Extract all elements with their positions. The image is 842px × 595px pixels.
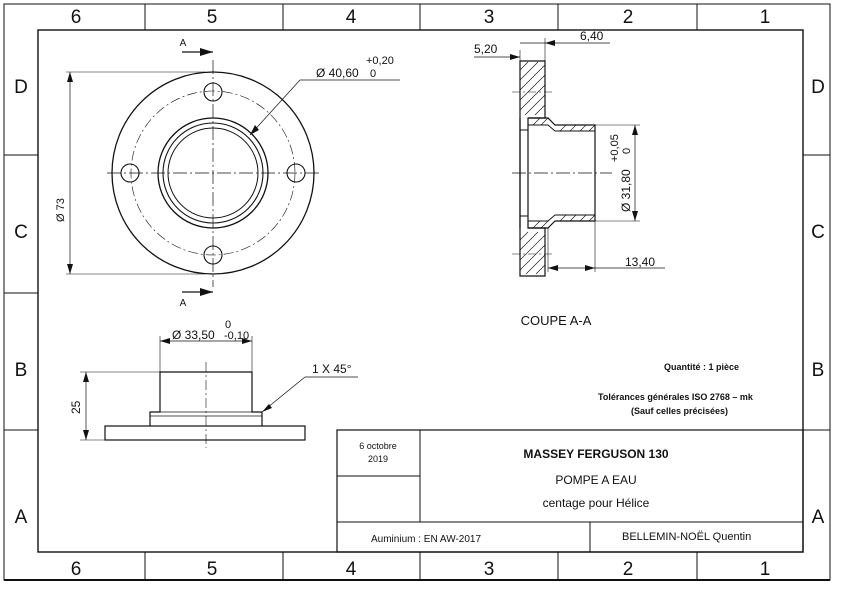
dim-chamfer: 1 X 45° <box>312 362 352 376</box>
dim-flange-thickness: 5,20 <box>474 42 498 56</box>
author: BELLEMIN-NOËL Quentin <box>622 531 751 543</box>
section-view <box>512 60 612 277</box>
dim-shaft-tol-upper: +0,05 <box>609 134 621 162</box>
dim-step: 6,40 <box>580 29 604 43</box>
row-label-left: D <box>14 77 28 98</box>
section-marker-top: A <box>180 38 187 49</box>
row-label-right: A <box>812 507 825 528</box>
section-marker-bottom: A <box>180 298 187 309</box>
row-label-right: D <box>811 77 825 98</box>
dim-bore-tol-upper: +0,20 <box>366 55 394 67</box>
col-label-top: 2 <box>623 7 634 28</box>
dim-shaft-tol-lower: 0 <box>621 148 633 154</box>
col-label-bottom: 4 <box>346 559 357 580</box>
col-label-top: 4 <box>346 7 357 28</box>
col-label-bottom: 2 <box>623 559 634 580</box>
col-label-bottom: 5 <box>207 559 218 580</box>
project-title: MASSEY FERGUSON 130 <box>523 447 668 461</box>
part-description: centage pour Hélice <box>543 496 650 510</box>
date-day: 6 octobre <box>359 441 397 451</box>
dim-side-tol-upper: 0 <box>225 319 231 331</box>
quantity-note: Quantité : 1 pièce <box>664 362 739 372</box>
row-label-right: C <box>811 222 825 243</box>
dim-side-height: 25 <box>69 400 83 414</box>
part-name: POMPE A EAU <box>555 473 636 487</box>
col-label-top: 5 <box>207 7 218 28</box>
col-label-bottom: 3 <box>484 559 495 580</box>
dim-side-diameter: Ø 33,50 <box>172 328 215 342</box>
dim-outer-diameter: Ø 73 <box>55 198 67 222</box>
row-label-left: B <box>15 360 28 381</box>
tolerance-note: Tolérances générales ISO 2768 – mk <box>598 392 754 402</box>
row-label-left: A <box>15 507 28 528</box>
section-label: COUPE A-A <box>521 313 592 328</box>
col-label-bottom: 6 <box>71 559 82 580</box>
dim-bore-diameter: Ø 40,60 <box>316 66 359 80</box>
col-label-top: 1 <box>760 7 771 28</box>
col-label-top: 3 <box>484 7 495 28</box>
front-view <box>107 48 320 296</box>
outer-frame <box>3 3 831 581</box>
dim-length: 13,40 <box>625 255 655 269</box>
side-view <box>104 362 306 448</box>
row-label-right: B <box>812 360 825 381</box>
dim-side-tol-lower: -0,10 <box>224 330 249 342</box>
col-label-bottom: 1 <box>760 559 771 580</box>
col-label-top: 6 <box>71 7 82 28</box>
tolerance-subnote: (Sauf celles précisées) <box>631 406 728 416</box>
title-block <box>336 429 804 553</box>
date-year: 2019 <box>368 454 388 464</box>
material: Auminium : EN AW-2017 <box>371 534 481 545</box>
dim-bore-tol-lower: 0 <box>370 68 376 80</box>
row-label-left: C <box>14 222 28 243</box>
dim-shaft-diameter: Ø 31,80 <box>619 169 633 212</box>
